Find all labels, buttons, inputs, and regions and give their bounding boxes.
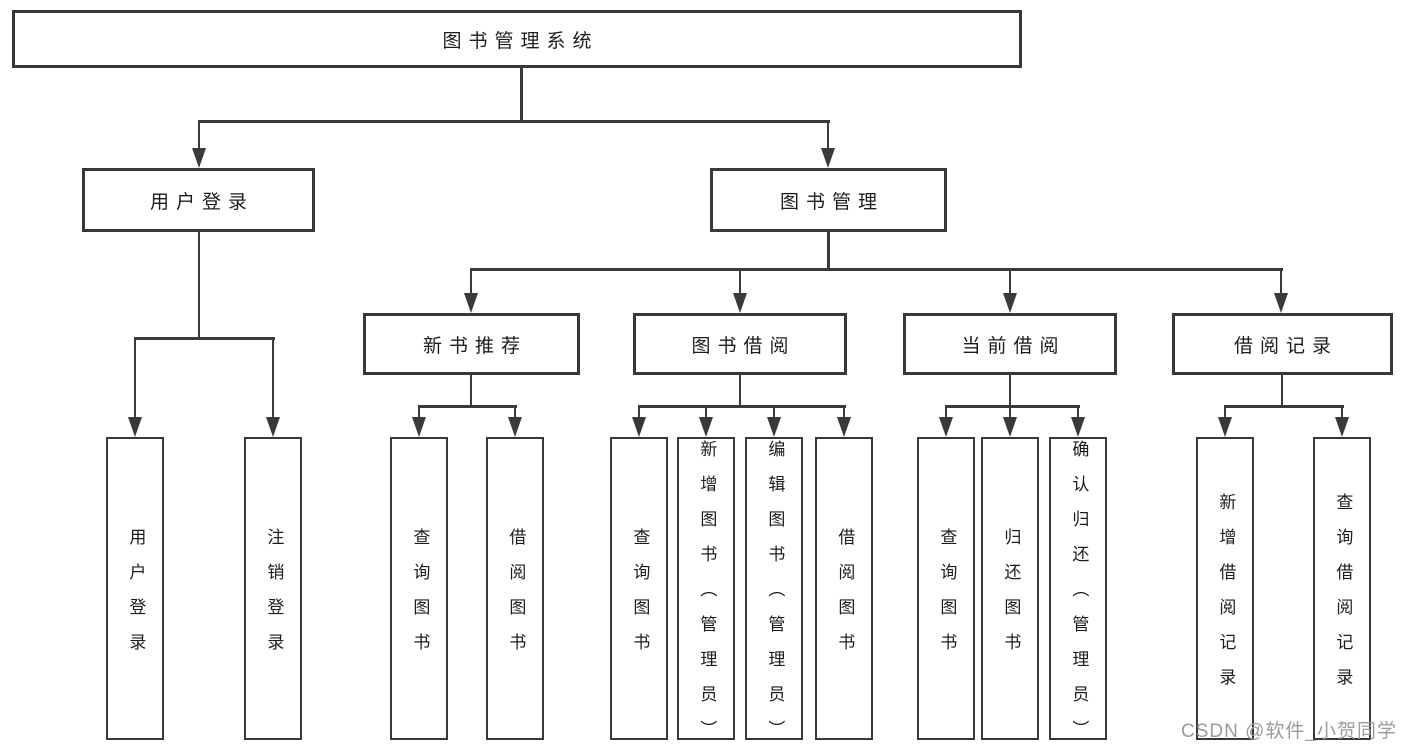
- connector-line: [1280, 373, 1283, 405]
- arrowhead-down: [1218, 405, 1232, 437]
- arrowhead-down: [412, 405, 426, 437]
- arrowhead-down: [1003, 405, 1017, 437]
- leaf-label: 新增借阅记录: [1216, 492, 1236, 703]
- leaf-label: 查询借阅记录: [1333, 492, 1353, 703]
- arrowhead-down: [733, 268, 747, 313]
- arrowhead-down: [1274, 268, 1288, 313]
- leaf-label: 注销登录: [264, 527, 284, 668]
- connector-line: [638, 405, 846, 408]
- leaf-label: 借阅图书: [835, 527, 855, 668]
- leaf-return-book: 归还图书: [981, 437, 1039, 740]
- leaf-borrow-book-2: 借阅图书: [815, 437, 873, 740]
- arrowhead-down: [128, 337, 142, 437]
- leaf-label: 编辑图书（管理员）: [765, 440, 785, 747]
- connector-line: [469, 373, 472, 405]
- connector-line: [197, 230, 200, 337]
- leaf-query-book-1: 查询图书: [390, 437, 448, 740]
- connector-line: [1008, 373, 1011, 405]
- leaf-label: 归还图书: [1001, 527, 1021, 668]
- node-current-borrow: 当前借阅: [903, 313, 1117, 375]
- leaf-label: 用户登录: [126, 527, 146, 668]
- node-book-management: 图书管理: [710, 168, 947, 232]
- leaf-add-borrow-record: 新增借阅记录: [1196, 437, 1254, 740]
- connector-line: [1224, 405, 1344, 408]
- connector-line: [520, 66, 523, 122]
- node-root: 图书管理系统: [12, 10, 1022, 68]
- leaf-add-book-admin: 新增图书（管理员）: [677, 437, 735, 747]
- leaf-label: 新增图书（管理员）: [697, 440, 717, 747]
- node-user-login: 用户登录: [82, 168, 315, 232]
- arrowhead-down: [508, 405, 522, 437]
- csdn-watermark: CSDN @软件_小贺同学: [1181, 721, 1397, 742]
- leaf-label: 确认归还（管理员）: [1069, 440, 1089, 747]
- node-borrow-records: 借阅记录: [1172, 313, 1393, 375]
- arrowhead-down: [1003, 268, 1017, 313]
- leaf-borrow-book-1: 借阅图书: [486, 437, 544, 740]
- leaf-label: 查询图书: [630, 527, 650, 668]
- connector-line: [945, 405, 1080, 408]
- arrowhead-down: [192, 120, 206, 168]
- leaf-edit-book-admin: 编辑图书（管理员）: [745, 437, 803, 747]
- arrowhead-down: [266, 337, 280, 437]
- leaf-confirm-return-admin: 确认归还（管理员）: [1049, 437, 1107, 747]
- leaf-user-login: 用户登录: [106, 437, 164, 740]
- leaf-query-borrow-record: 查询借阅记录: [1313, 437, 1371, 740]
- connector-line: [470, 268, 1283, 271]
- leaf-label: 借阅图书: [506, 527, 526, 668]
- arrowhead-down: [939, 405, 953, 437]
- connector-line: [418, 405, 517, 408]
- node-new-book-recommend: 新书推荐: [363, 313, 580, 375]
- leaf-label: 查询图书: [937, 527, 957, 668]
- leaf-query-book-2: 查询图书: [610, 437, 668, 740]
- leaf-logout: 注销登录: [244, 437, 302, 740]
- arrowhead-down: [767, 405, 781, 437]
- node-book-borrow: 图书借阅: [633, 313, 847, 375]
- arrowhead-down: [464, 268, 478, 313]
- arrowhead-down: [632, 405, 646, 437]
- connector-line: [827, 230, 830, 268]
- connector-line: [198, 120, 830, 123]
- connector-line: [134, 337, 275, 340]
- arrowhead-down: [837, 405, 851, 437]
- connector-line: [738, 373, 741, 405]
- leaf-query-book-3: 查询图书: [917, 437, 975, 740]
- arrowhead-down: [699, 405, 713, 437]
- arrowhead-down: [821, 120, 835, 168]
- arrowhead-down: [1335, 405, 1349, 437]
- arrowhead-down: [1071, 405, 1085, 437]
- leaf-label: 查询图书: [410, 527, 430, 668]
